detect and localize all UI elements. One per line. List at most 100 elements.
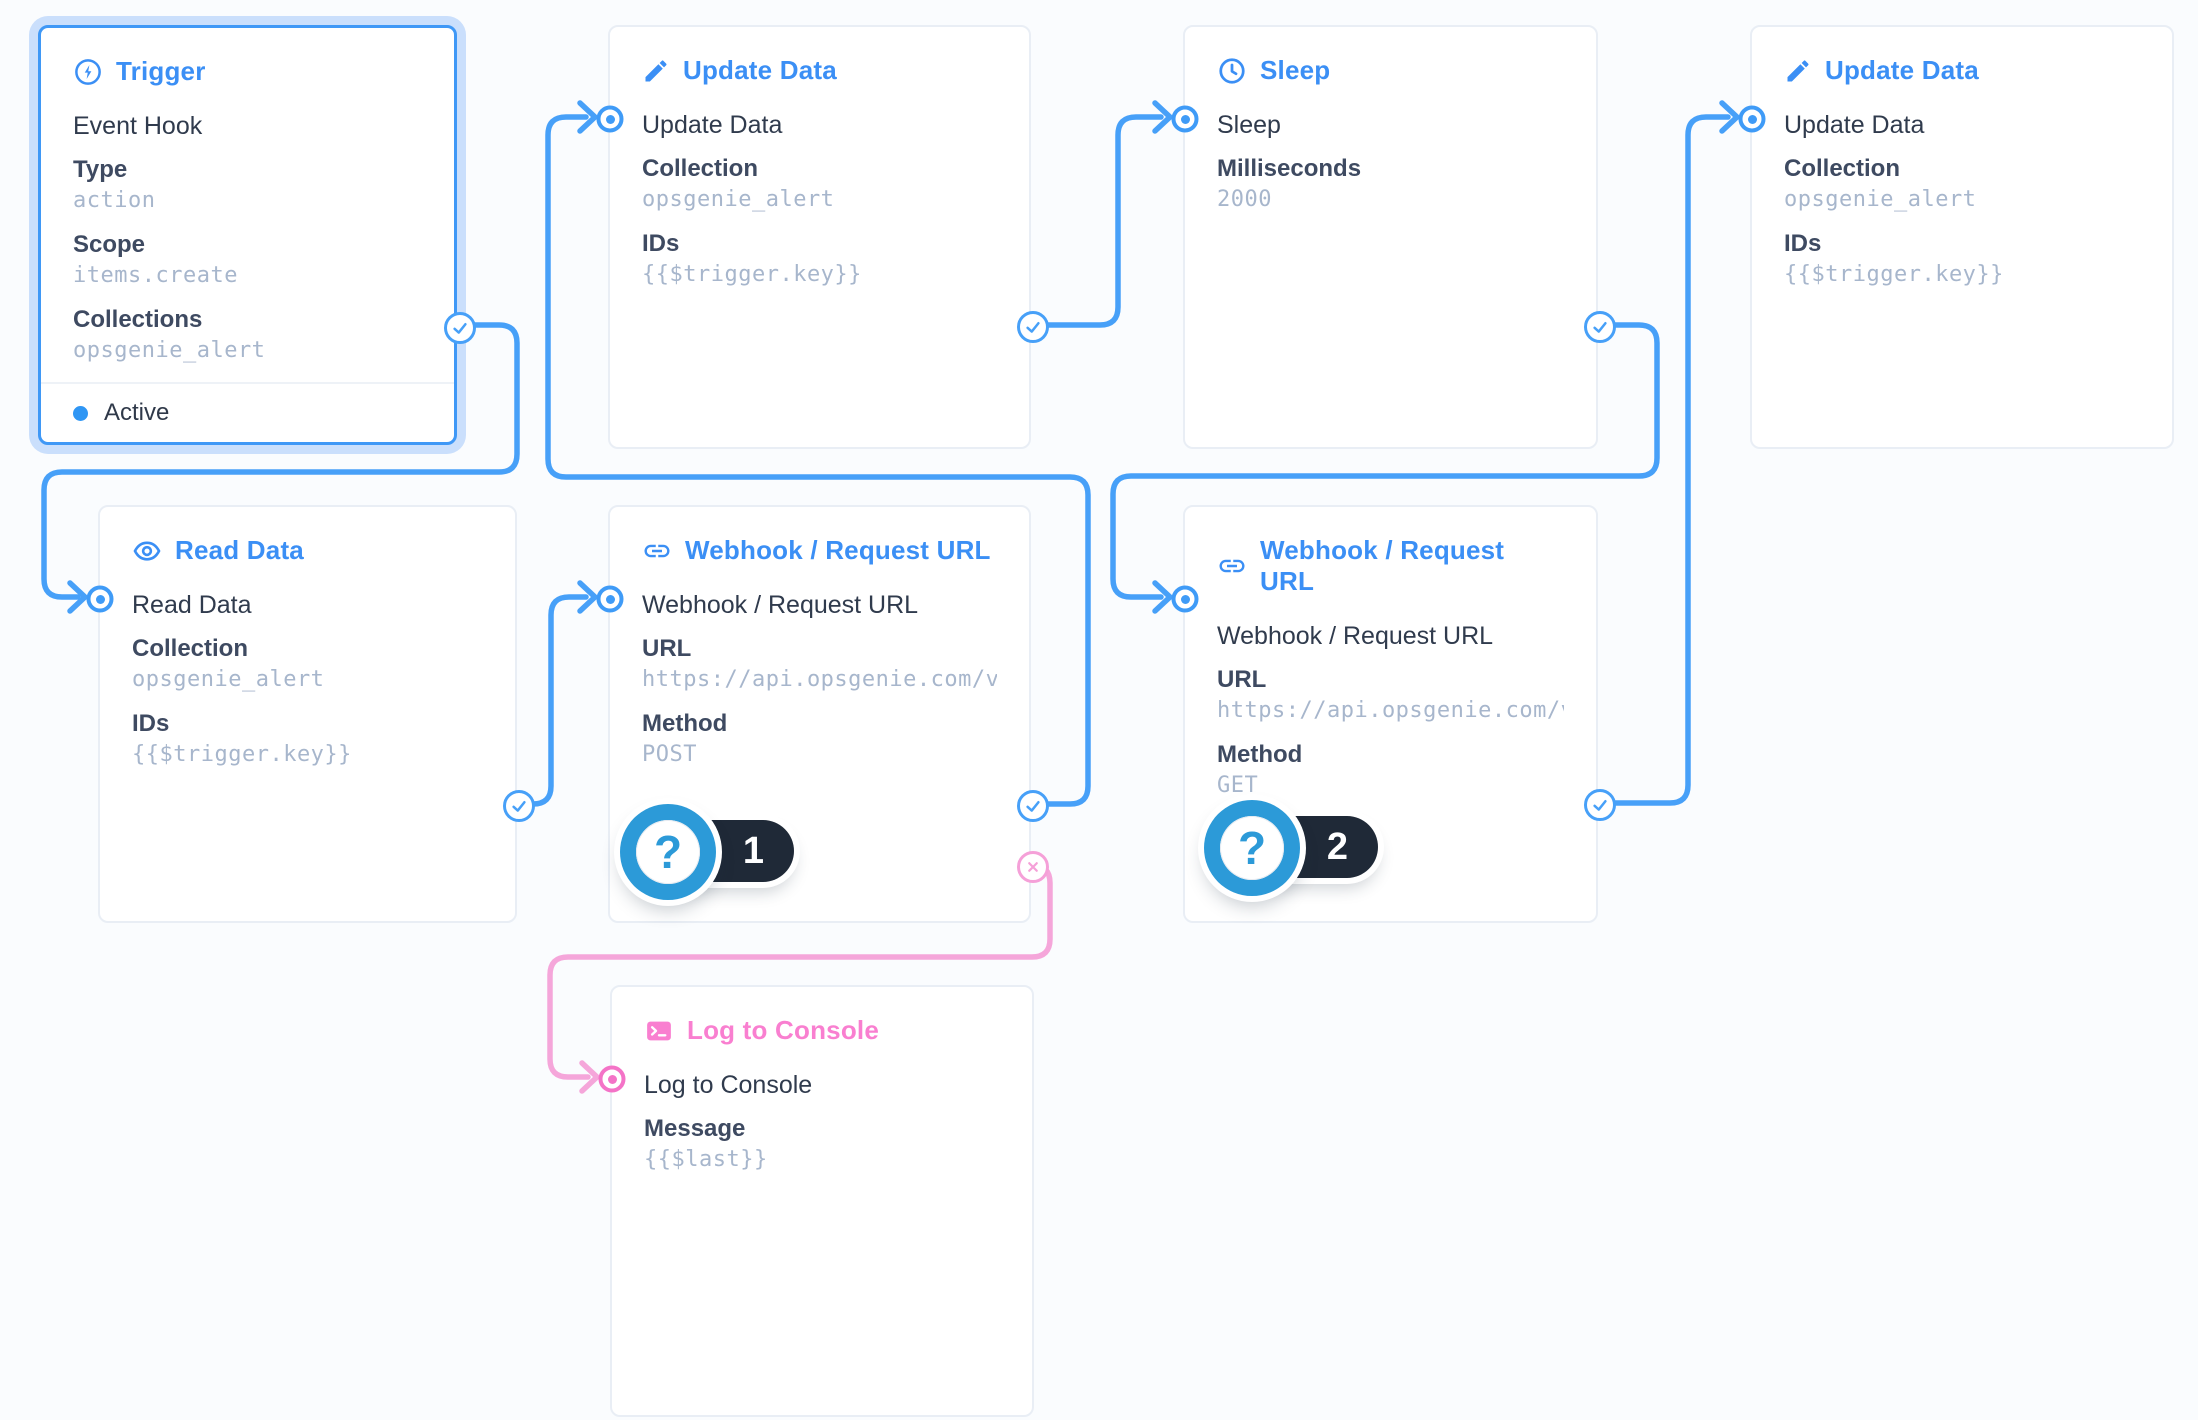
question-avatar-icon: ? xyxy=(620,804,716,900)
input-port[interactable] xyxy=(596,105,624,133)
node-title: Webhook / Request URL xyxy=(1217,535,1564,597)
zap-icon xyxy=(75,58,101,85)
question-mark: ? xyxy=(1237,822,1267,874)
edge-webhook2-updatedata2 xyxy=(1595,114,1731,806)
node-title-label: Webhook / Request URL xyxy=(685,535,991,565)
node-title-label: Update Data xyxy=(683,55,837,85)
node-name: Event Hook xyxy=(73,112,203,140)
node-title: Log to Console xyxy=(644,1015,1000,1046)
input-port[interactable] xyxy=(598,1065,626,1093)
node-title: Read Data xyxy=(132,535,483,566)
field-label: Type xyxy=(73,156,128,183)
check-icon xyxy=(1026,322,1040,333)
node-title-label: Log to Console xyxy=(687,1015,879,1045)
check-icon xyxy=(1026,801,1040,812)
input-port[interactable] xyxy=(1171,585,1199,613)
edge-updatedata1-sleep xyxy=(1028,114,1164,328)
node-trigger[interactable]: Trigger Event Hook Type action Scope ite… xyxy=(38,25,476,445)
edge-arrow xyxy=(577,580,598,614)
field-value: action xyxy=(73,188,156,213)
field-value: https://api.opsgenie.com/v… xyxy=(642,667,997,692)
node-sleep[interactable]: Sleep Sleep Milliseconds 2000 xyxy=(1171,25,1616,449)
pencil-icon xyxy=(1787,59,1809,81)
field-value: opsgenie_alert xyxy=(73,338,266,363)
edge-arrow xyxy=(579,1060,600,1094)
input-port[interactable] xyxy=(1171,105,1199,133)
clock-icon xyxy=(1219,57,1245,84)
field-value: POST xyxy=(642,742,697,767)
annotation-badge-2[interactable]: 2 ? xyxy=(1204,800,1378,896)
field-value: opsgenie_alert xyxy=(1784,187,1977,212)
field-label: IDs xyxy=(642,230,680,257)
node-title-label: Update Data xyxy=(1825,55,1979,85)
node-update-data-1[interactable]: Update Data Update Data Collection opsge… xyxy=(596,25,1049,449)
trigger-status-row: Active xyxy=(41,382,454,442)
resolve-port[interactable] xyxy=(1584,789,1616,821)
field-value: {{$trigger.key}} xyxy=(132,742,352,767)
field-label: Scope xyxy=(73,231,146,258)
field-value: {{$trigger.key}} xyxy=(642,262,862,287)
input-port[interactable] xyxy=(1738,105,1766,133)
question-avatar-icon: ? xyxy=(1204,800,1300,896)
field-label: Message xyxy=(644,1115,746,1142)
question-mark: ? xyxy=(653,826,683,878)
edge-arrow xyxy=(577,100,598,134)
node-name: Sleep xyxy=(1217,111,1281,139)
field-value: opsgenie_alert xyxy=(642,187,835,212)
field-value: https://api.opsgenie.com/v… xyxy=(1217,698,1564,723)
node-update-data-2[interactable]: Update Data Update Data Collection opsge… xyxy=(1738,25,2174,449)
link-icon xyxy=(1219,559,1245,573)
node-title: Trigger xyxy=(73,56,422,87)
node-read-data[interactable]: Read Data Read Data Collection opsgenie_… xyxy=(86,505,535,923)
status-badge: Active xyxy=(104,399,170,426)
field-label: Method xyxy=(642,710,728,737)
node-title-label: Sleep xyxy=(1260,55,1331,85)
node-title-label: Webhook / Request URL xyxy=(1260,535,1505,596)
field-value: items.create xyxy=(73,263,238,288)
field-label: Collections xyxy=(73,306,203,333)
field-label: URL xyxy=(1217,666,1267,693)
field-label: Method xyxy=(1217,741,1303,768)
node-title-label: Trigger xyxy=(116,56,206,86)
field-label: Collection xyxy=(1784,155,1901,182)
node-name: Update Data xyxy=(1784,111,1925,139)
field-value: GET xyxy=(1217,773,1259,798)
x-icon xyxy=(1028,862,1038,872)
eye-icon xyxy=(133,540,161,561)
edge-arrow xyxy=(1152,580,1173,614)
resolve-port[interactable] xyxy=(444,312,476,344)
input-port[interactable] xyxy=(86,585,114,613)
node-title: Update Data xyxy=(642,55,997,86)
field-value: {{$trigger.key}} xyxy=(1784,262,2004,287)
reject-port[interactable] xyxy=(1017,851,1049,883)
edge-arrow xyxy=(67,580,88,614)
check-icon xyxy=(512,801,526,812)
annotation-badge-1[interactable]: 1 ? xyxy=(620,804,794,900)
node-title: Update Data xyxy=(1784,55,2140,86)
edge-readdata-webhook1 xyxy=(514,594,589,807)
node-name: Log to Console xyxy=(644,1071,813,1099)
node-name: Webhook / Request URL xyxy=(1217,622,1494,650)
pencil-icon xyxy=(645,59,667,81)
node-name: Read Data xyxy=(132,591,252,619)
field-label: Milliseconds xyxy=(1217,155,1362,182)
node-log-to-console[interactable]: Log to Console Log to Console Message {{… xyxy=(598,985,1034,1417)
resolve-port[interactable] xyxy=(1017,790,1049,822)
console-icon xyxy=(647,1021,671,1040)
resolve-port[interactable] xyxy=(503,790,535,822)
active-dot-icon xyxy=(73,405,88,421)
link-icon xyxy=(644,544,670,557)
resolve-port[interactable] xyxy=(1017,311,1049,343)
field-value: 2000 xyxy=(1217,187,1272,212)
resolve-port[interactable] xyxy=(1584,311,1616,343)
node-title: Sleep xyxy=(1217,55,1564,86)
node-title: Webhook / Request URL xyxy=(642,535,997,566)
field-label: URL xyxy=(642,635,692,662)
check-icon xyxy=(1593,322,1607,333)
field-label: Collection xyxy=(642,155,759,182)
input-port[interactable] xyxy=(596,585,624,613)
check-icon xyxy=(453,323,467,334)
field-value: opsgenie_alert xyxy=(132,667,325,692)
node-name: Update Data xyxy=(642,111,783,139)
